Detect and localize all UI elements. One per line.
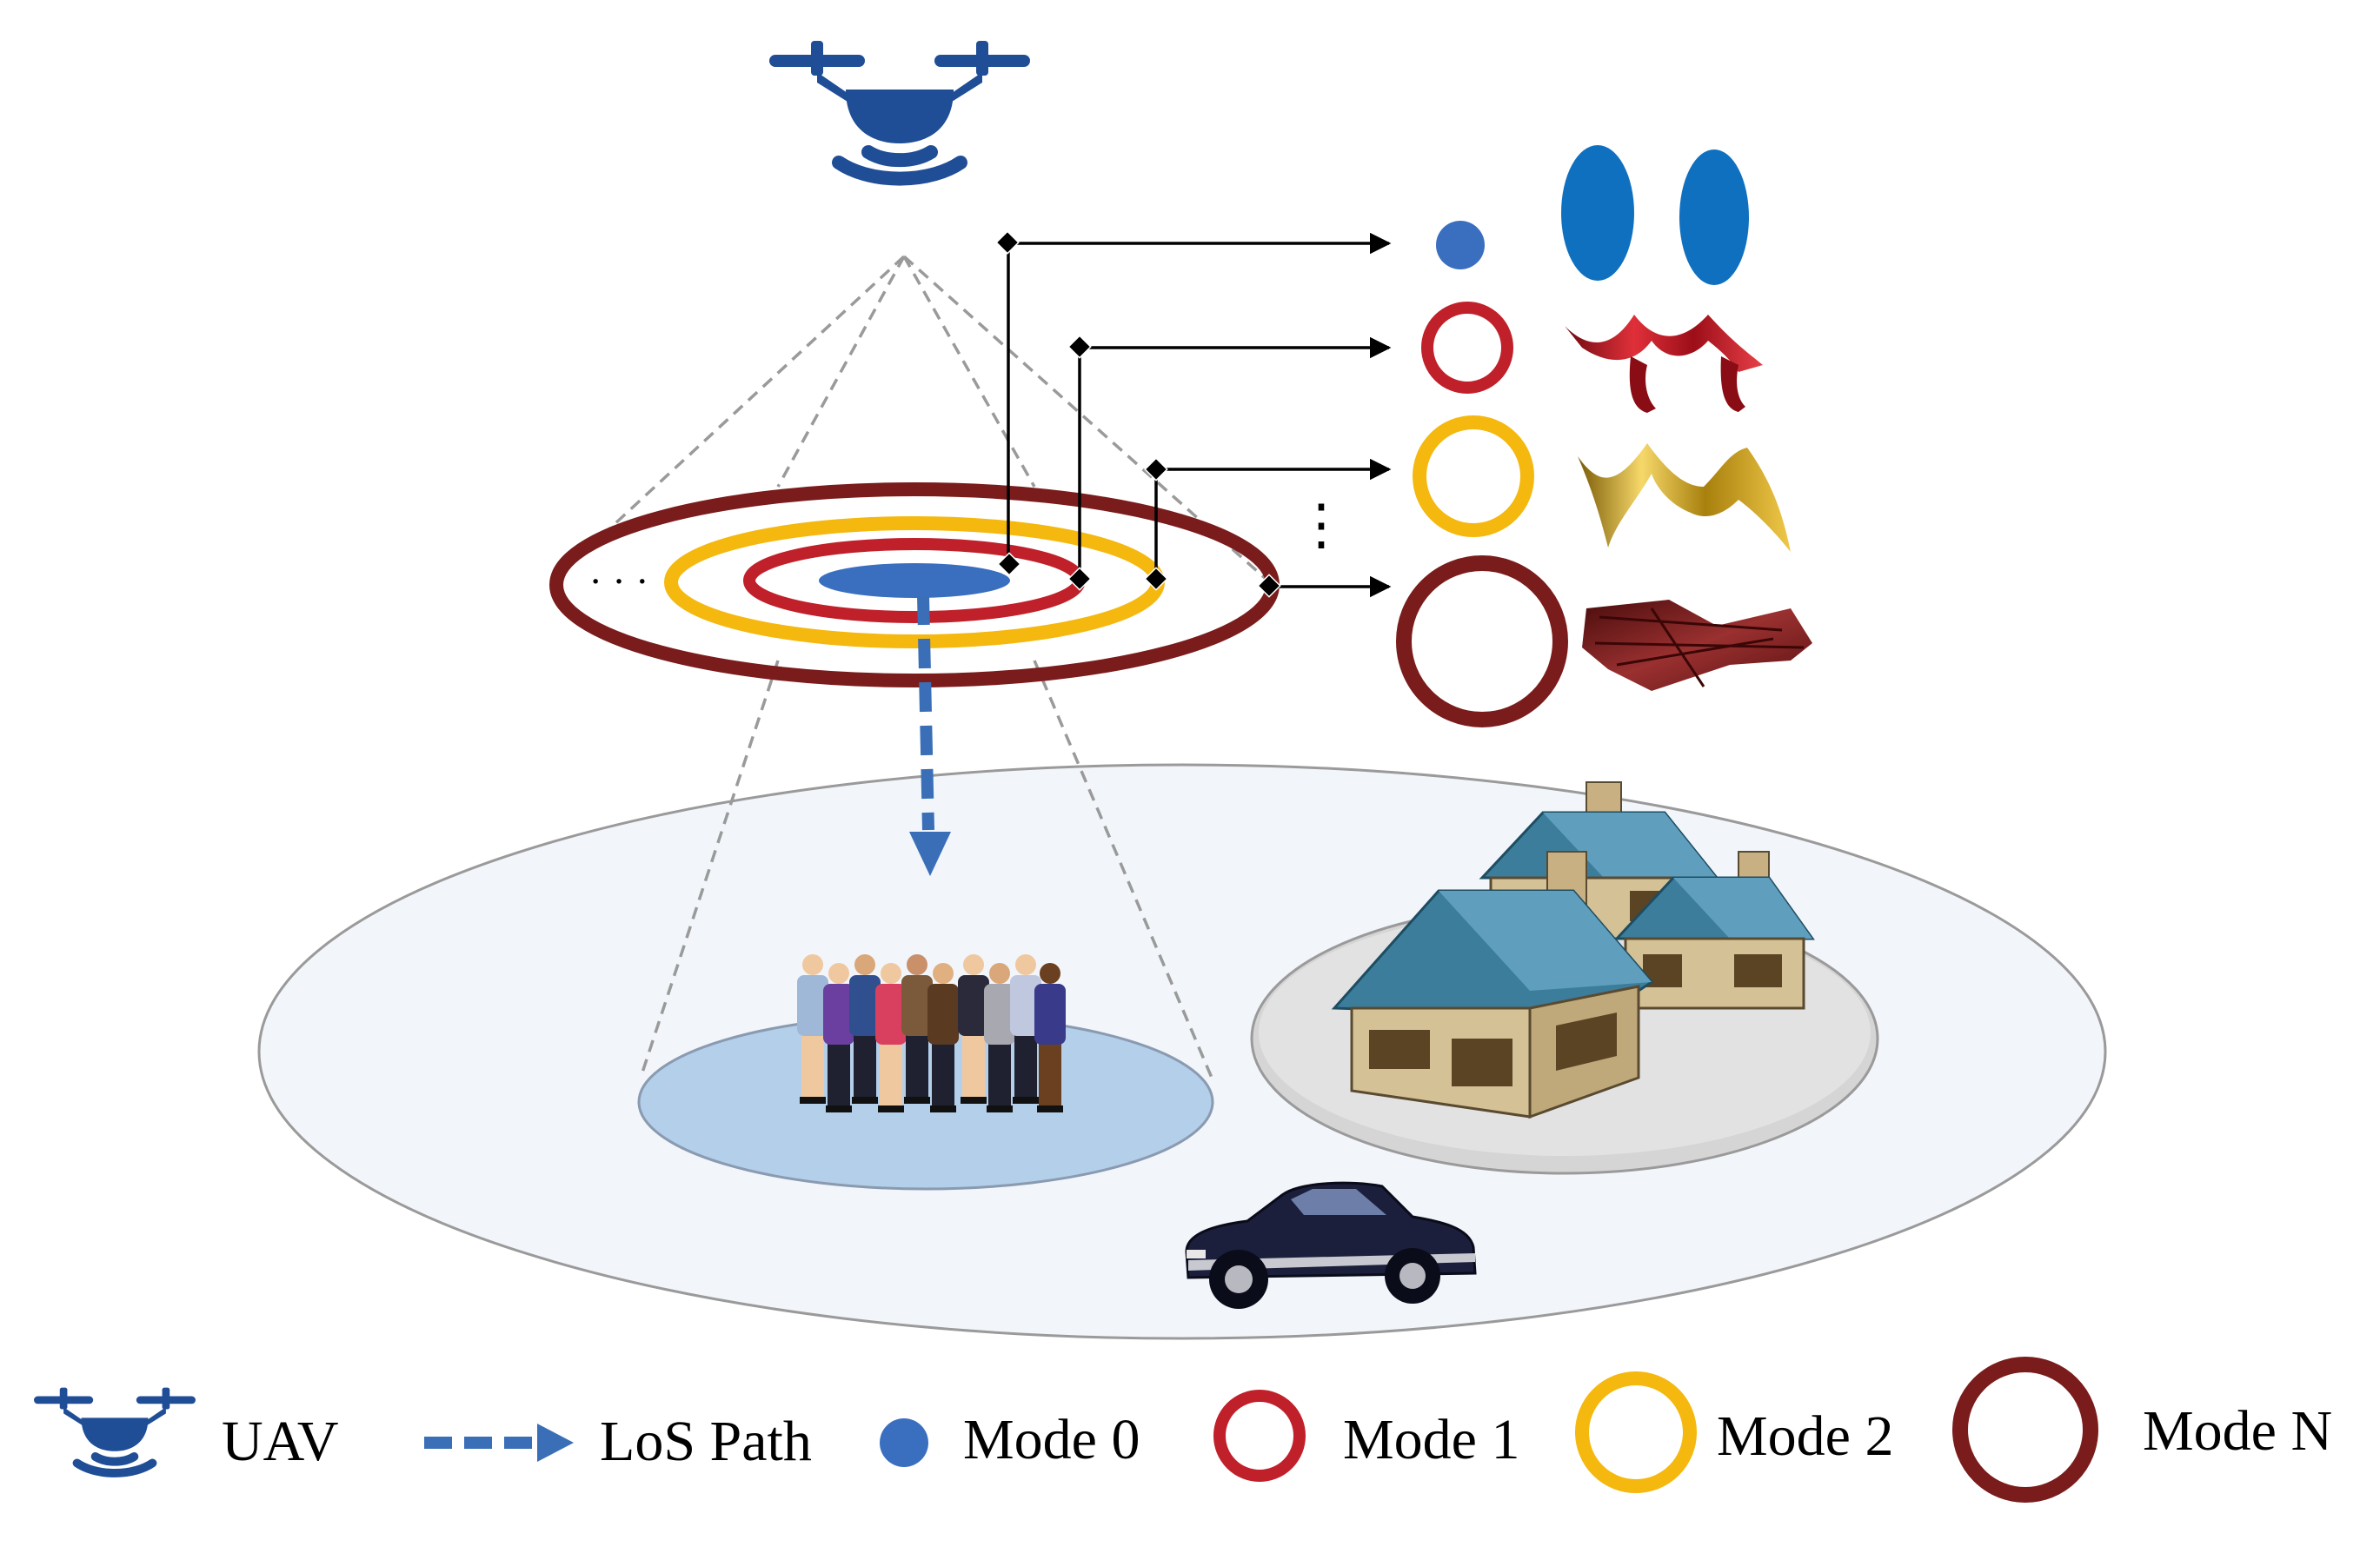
person-figure bbox=[797, 954, 828, 1104]
mode-list bbox=[1396, 145, 1812, 727]
person-figure bbox=[849, 954, 881, 1104]
oam-rings bbox=[549, 482, 1280, 687]
mode1-ring bbox=[1421, 302, 1513, 394]
legend-mode2-label: Mode 2 bbox=[1717, 1404, 1893, 1468]
legend-mode1-swatch bbox=[1213, 1390, 1306, 1482]
legend-modeN-swatch bbox=[1952, 1357, 2098, 1503]
legend-drone-icon bbox=[34, 1387, 196, 1477]
legend-mode1-label: Mode 1 bbox=[1343, 1408, 1519, 1471]
person-figure bbox=[927, 963, 959, 1112]
legend-mode2-swatch bbox=[1575, 1371, 1697, 1493]
person-figure bbox=[823, 963, 854, 1112]
person-figure bbox=[875, 963, 907, 1112]
person-figure bbox=[1034, 963, 1066, 1112]
connector-nodes bbox=[995, 230, 1281, 598]
legend-los-label: LoS Path bbox=[600, 1410, 812, 1473]
person-figure bbox=[1010, 954, 1041, 1104]
vertical-ellipsis: ⋮ bbox=[1293, 494, 1349, 555]
mode2-beam-pattern bbox=[1578, 443, 1791, 552]
person-figure bbox=[958, 954, 989, 1104]
legend: UAV LoS Path Mode 0 Mode 1 Mode 2 Mode N bbox=[34, 1357, 2332, 1503]
drone-icon bbox=[769, 41, 1030, 186]
person-figure bbox=[901, 954, 933, 1104]
legend-uav-label: UAV bbox=[222, 1410, 338, 1473]
houses-icon bbox=[1331, 781, 1815, 1119]
person-figure bbox=[984, 963, 1015, 1112]
mode0-beam-left bbox=[1561, 145, 1634, 281]
legend-modeN-label: Mode N bbox=[2143, 1399, 2332, 1463]
ring-mode-0 bbox=[819, 563, 1010, 598]
legend-mode0-swatch bbox=[880, 1418, 928, 1467]
mode2-ring bbox=[1413, 415, 1534, 537]
ring-ellipsis: · · · bbox=[589, 559, 649, 603]
crowd-icon bbox=[797, 954, 1066, 1112]
modeN-ring bbox=[1396, 555, 1568, 727]
mode0-dot bbox=[1436, 221, 1485, 269]
modeN-beam-pattern bbox=[1582, 600, 1812, 691]
mode0-beam-right bbox=[1679, 149, 1749, 285]
legend-mode0-label: Mode 0 bbox=[963, 1408, 1140, 1471]
los-path bbox=[909, 594, 951, 876]
mode1-beam-pattern bbox=[1565, 315, 1763, 413]
legend-los-swatch bbox=[424, 1424, 574, 1462]
car-icon bbox=[1185, 1181, 1477, 1309]
